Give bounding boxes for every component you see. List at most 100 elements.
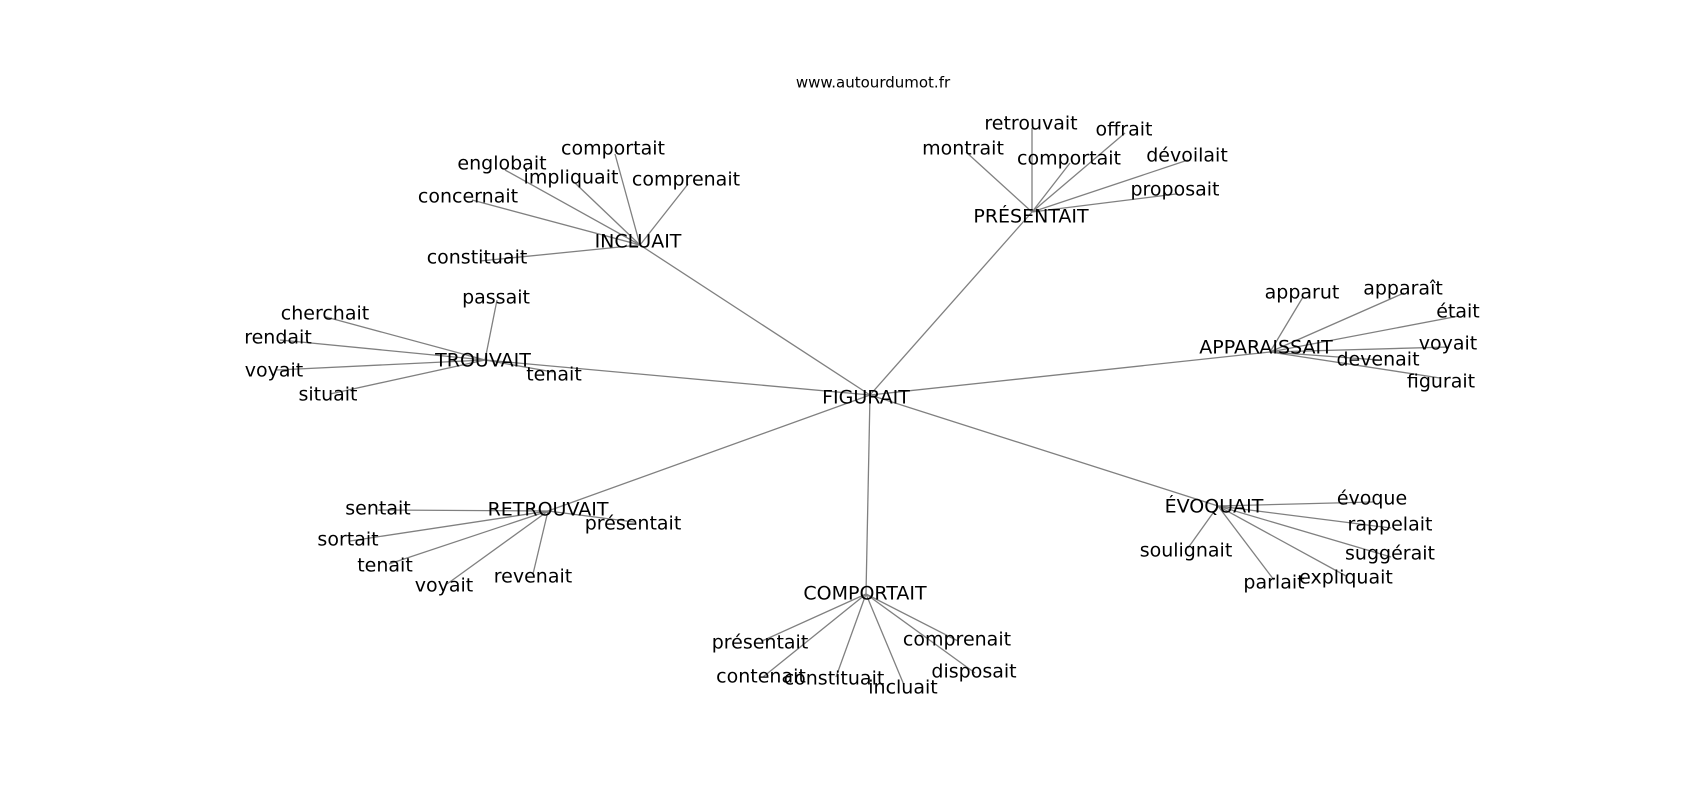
edge-hub-to-leaf (1031, 162, 1071, 213)
leaf-word-label: soulignait (1140, 540, 1233, 562)
edge-hub-to-leaf (279, 339, 486, 361)
edge-hub-to-leaf (865, 593, 905, 686)
edge-hub-to-leaf (865, 593, 959, 642)
edge-hub-to-leaf (762, 593, 867, 678)
leaf-word-label: rendait (244, 327, 312, 349)
edge-center-to-hub (869, 394, 1219, 507)
hub-word-label: TROUVAIT (434, 350, 531, 372)
leaf-word-label: proposait (1130, 179, 1219, 201)
leaf-word-label: dévoilait (1146, 145, 1228, 167)
edge-hub-to-leaf (835, 593, 867, 678)
edge-hub-to-leaf (349, 510, 549, 542)
hub-word-label: PRÉSENTAIT (973, 205, 1089, 228)
edge-hub-to-leaf (574, 182, 641, 246)
edge-hub-to-leaf (1269, 351, 1441, 379)
edge-center-to-hub (869, 211, 1033, 396)
edge-hub-to-leaf (1217, 505, 1347, 577)
edge-hub-to-leaf (1269, 296, 1304, 353)
edge-center-to-hub (865, 394, 871, 595)
source-watermark: www.autourdumot.fr (796, 74, 951, 92)
edge-center-to-hub (547, 394, 871, 512)
leaf-word-label: passait (462, 287, 530, 309)
graph-labels: englobait comportait impliquait comprenait c… (244, 113, 1480, 699)
leaf-word-label: évoque (1337, 488, 1407, 510)
edge-hub-to-leaf (377, 509, 549, 512)
leaf-word-label: tenait (526, 364, 582, 386)
leaf-word-label: parlait (1243, 572, 1304, 594)
edge-hub-to-leaf (1187, 505, 1219, 549)
edge-hub-to-leaf (1031, 132, 1126, 213)
leaf-word-label: constituait (427, 247, 528, 269)
edge-hub-to-leaf (1217, 501, 1374, 507)
leaf-word-label: impliquait (524, 167, 619, 189)
hub-word-label: INCLUAIT (595, 231, 682, 253)
edge-hub-to-leaf (329, 359, 486, 395)
edge-hub-to-leaf (325, 316, 486, 361)
edge-hub-to-leaf (471, 199, 641, 246)
edge-hub-to-leaf (639, 183, 689, 246)
leaf-word-label: présentait (712, 632, 809, 654)
edge-hub-to-leaf (479, 244, 641, 262)
graph-edges (276, 128, 1460, 686)
edge-hub-to-leaf (547, 510, 635, 523)
leaf-word-label: suggérait (1345, 543, 1435, 565)
edge-hub-to-leaf (484, 299, 498, 361)
hub-word-label: ÉVOQUAIT (1165, 495, 1264, 518)
edge-hub-to-leaf (1269, 351, 1380, 361)
edge-hub-to-leaf (1031, 159, 1189, 213)
edge-hub-to-leaf (484, 359, 554, 373)
leaf-word-label: voyait (1419, 333, 1477, 355)
leaf-word-label: devenait (1336, 349, 1419, 371)
leaf-word-label: comprenait (632, 169, 740, 191)
leaf-word-label: revenait (494, 566, 572, 588)
leaf-word-label: comportait (1017, 148, 1121, 170)
leaf-word-label: contenait (716, 666, 806, 688)
edge-hub-to-leaf (865, 593, 976, 674)
edge-hub-to-leaf (614, 153, 641, 246)
edge-center-to-hub (639, 244, 871, 396)
leaf-word-label: voyait (245, 360, 303, 382)
leaf-word-label: incluait (868, 677, 937, 699)
leaf-word-label: comprenait (903, 629, 1011, 651)
leaf-word-label: concernait (418, 186, 518, 208)
edge-hub-to-leaf (1217, 505, 1392, 558)
leaf-word-label: situait (298, 384, 357, 406)
leaf-word-label: cherchait (281, 303, 369, 325)
edge-hub-to-leaf (1217, 505, 1392, 529)
leaf-word-label: englobait (457, 153, 546, 175)
edge-hub-to-leaf (532, 510, 549, 575)
leaf-word-label: montrait (922, 138, 1004, 160)
hub-word-label: COMPORTAIT (803, 583, 927, 605)
leaf-word-label: sortait (317, 529, 378, 551)
leaf-word-label: tenait (357, 555, 413, 577)
leaf-word-label: retrouvait (984, 113, 1077, 135)
leaf-word-label: disposait (931, 661, 1016, 683)
edge-hub-to-leaf (761, 593, 867, 642)
leaf-word-label: expliquait (1299, 567, 1393, 589)
edge-hub-to-leaf (504, 169, 641, 246)
leaf-word-label: était (1436, 301, 1480, 323)
edge-hub-to-leaf (1269, 346, 1450, 353)
edge-center-to-hub (484, 359, 871, 396)
leaf-word-label: sentait (345, 498, 410, 520)
leaf-word-label: figurait (1407, 371, 1475, 393)
edge-hub-to-leaf (446, 510, 549, 585)
edge-hub-to-leaf (1269, 315, 1460, 353)
leaf-word-label: présentait (585, 513, 682, 535)
leaf-word-label: voyait (415, 575, 473, 597)
leaf-word-label: rappelait (1348, 514, 1433, 536)
edge-hub-to-leaf (1217, 505, 1275, 581)
edge-hub-to-leaf (965, 151, 1033, 213)
edge-hub-to-leaf (388, 510, 549, 565)
edge-hub-to-leaf (1031, 193, 1177, 213)
leaf-word-label: apparut (1265, 282, 1340, 304)
center-word-label: FIGURAIT (822, 387, 910, 409)
leaf-word-label: constituait (784, 668, 885, 690)
leaf-word-label: offrait (1096, 119, 1153, 141)
leaf-word-label: apparaît (1363, 278, 1443, 300)
edge-center-to-hub (869, 351, 1271, 396)
hub-word-label: APPARAISSAIT (1199, 337, 1333, 359)
edge-hub-to-leaf (1269, 292, 1405, 353)
hub-word-label: RETROUVAIT (488, 499, 609, 521)
leaf-word-label: comportait (561, 138, 665, 160)
